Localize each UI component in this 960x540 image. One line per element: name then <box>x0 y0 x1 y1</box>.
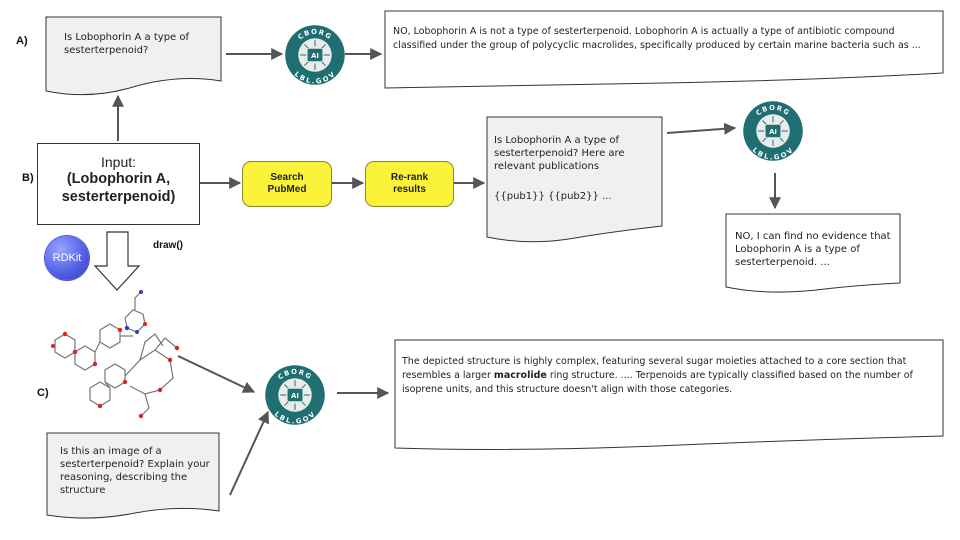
arrow-question-to-logo-c <box>229 410 269 496</box>
prompt-doc-b <box>486 116 663 243</box>
rdkit-logo: RDKit <box>45 236 89 280</box>
response-doc-c <box>394 339 944 450</box>
prompt-pubs-b: {{pub1}} {{pub2}} ... <box>494 191 612 202</box>
response-text-a: NO, Lobophorin A is not a type of sester… <box>393 26 921 51</box>
rerank-results-label: Re-rank results <box>390 172 429 195</box>
search-pubmed-step: Search PubMed <box>242 161 332 207</box>
question-doc-a <box>45 16 222 96</box>
rerank-results-step: Re-rank results <box>365 161 454 207</box>
rdkit-logo-text: RDKit <box>52 252 82 264</box>
response-text-c-bold: macrolide <box>493 370 547 381</box>
response-text-c: The depicted structure is highly complex… <box>402 355 938 397</box>
cborg-logo-center-text: AI <box>291 392 299 400</box>
response-text-b: NO, I can find no evidence that Lobophor… <box>735 231 891 268</box>
molecule-structure-image <box>51 290 180 419</box>
question-text-a: Is Lobophorin A a type of sesterterpenoi… <box>64 32 190 56</box>
row-label-a: A) <box>16 35 28 47</box>
input-term-compound: (Lobophorin A, <box>66 171 171 187</box>
input-term-class: sesterterpenoid) <box>61 189 176 205</box>
cborg-logo-center-text: AI <box>769 128 777 136</box>
row-label-b: B) <box>22 172 34 184</box>
row-label-c: C) <box>37 387 49 399</box>
prompt-text-b: Is Lobophorin A a type of sesterterpenoi… <box>494 135 625 172</box>
question-text-c: Is this an image of a sesterterpenoid? E… <box>60 446 210 496</box>
question-doc-c <box>46 432 220 519</box>
response-text-c-start: The depicted structure is highly complex… <box>402 356 907 381</box>
response-doc-a <box>384 10 944 89</box>
arrow-molecule-to-logo-c <box>177 355 256 393</box>
response-text-c-end: ring structure. .... Terpenoids are typi… <box>402 370 913 395</box>
search-pubmed-label: Search PubMed <box>267 172 307 195</box>
input-box: Input: (Lobophorin A, sesterterpenoid) <box>37 143 200 225</box>
input-title: Input: <box>100 154 137 170</box>
draw-arrow-icon <box>93 231 141 291</box>
arrow-prompt-to-logo-b <box>666 122 737 135</box>
draw-function-label: draw() <box>153 240 183 251</box>
cborg-logo-center-text: AI <box>311 52 319 60</box>
response-doc-b <box>725 213 901 293</box>
